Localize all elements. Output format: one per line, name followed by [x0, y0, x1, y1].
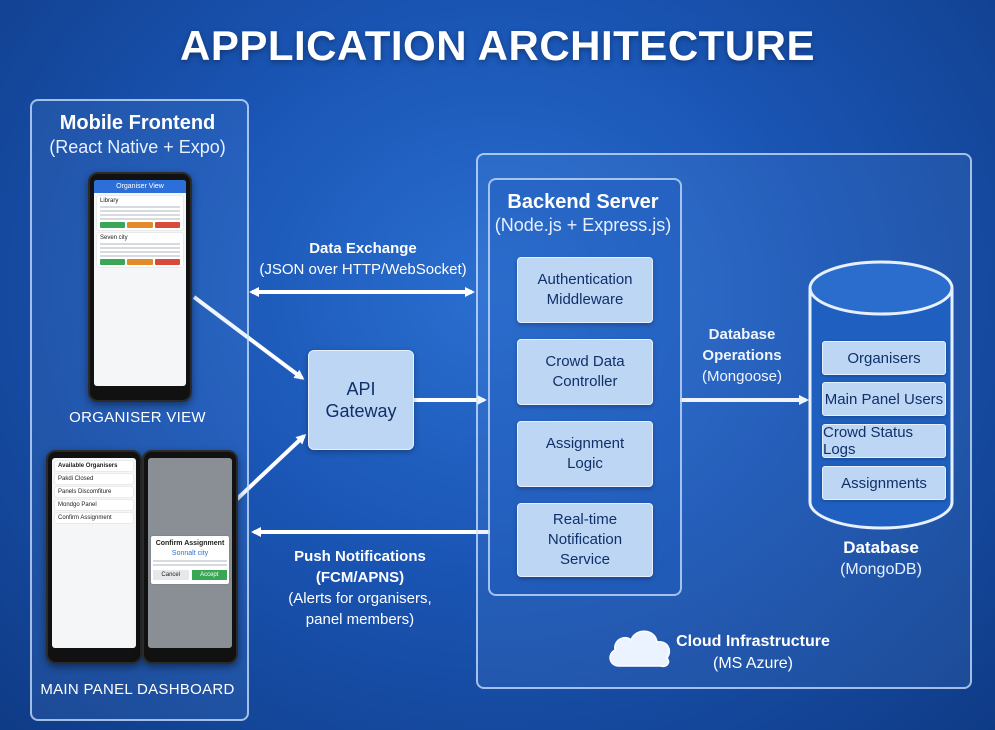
database-subtitle: (MongoDB) [840, 561, 922, 578]
organiser-card-2-buttons [100, 259, 180, 265]
dashboard-item-3: Mondgo Panel [55, 500, 133, 510]
frontend-subtitle: (React Native + Expo) [49, 137, 226, 157]
cloud-title: Cloud Infrastructure [676, 633, 830, 650]
dashboard-item-1: Pakdi Closed [55, 474, 133, 484]
dashboard-phone-left: Available Organisers Pakdi Closed Panels… [46, 450, 142, 664]
api-gateway-box: API Gateway [308, 350, 414, 450]
organiser-screen: Organiser View Library Seven city [94, 180, 186, 386]
dialog-cancel-button: Cancel [153, 570, 189, 580]
db-ops-title-2: Operations [702, 347, 782, 364]
organiser-view-caption: ORGANISER VIEW [69, 409, 206, 426]
page-title: APPLICATION ARCHITECTURE [180, 22, 815, 69]
db-operations-label: Database Operations (Mongoose) [684, 324, 800, 387]
auth-middleware-label: Authentication Middleware [537, 271, 633, 308]
confirm-dialog: Confirm Assignment Sonnalt city Cancel A… [151, 536, 229, 584]
cloud-icon [609, 630, 671, 668]
api-gateway-label: API Gateway [325, 379, 397, 421]
crowd-data-controller-box: Crowd Data Controller [517, 339, 653, 405]
crowd-data-controller-label: Crowd Data Controller [545, 353, 625, 390]
db-collection-organisers: Organisers [822, 341, 946, 375]
confirm-dialog-title: Confirm Assignment [155, 540, 225, 547]
dashboard-phone-right: Confirm Assignment Sonnalt city Cancel A… [142, 450, 238, 664]
data-exchange-subtitle: (JSON over HTTP/WebSocket) [259, 261, 467, 278]
db-collection-assignments: Assignments [822, 466, 946, 500]
frontend-title: Mobile Frontend [59, 112, 216, 134]
push-subtitle-2: panel members) [305, 611, 415, 628]
auth-middleware-box: Authentication Middleware [517, 257, 653, 323]
dashboard-header: Available Organisers [55, 461, 133, 471]
organiser-card-2-title: Seven city [100, 235, 128, 241]
db-collection-main-panel-users: Main Panel Users [822, 382, 946, 416]
organiser-phone: Organiser View Library Seven city [88, 172, 192, 402]
organiser-card-1-buttons [100, 222, 180, 228]
organiser-card-1: Library [97, 196, 183, 230]
push-title-2: (FCM/APNS) [315, 569, 405, 586]
dashboard-screen-right: Confirm Assignment Sonnalt city Cancel A… [148, 458, 232, 648]
db-ops-title-1: Database [708, 326, 776, 343]
organiser-card-2: Seven city [97, 233, 183, 267]
organiser-screen-header: Organiser View [94, 180, 186, 193]
cloud-subtitle: (MS Azure) [712, 655, 793, 672]
organiser-card-1-title: Library [100, 198, 119, 204]
confirm-dialog-target: Sonnalt city [171, 550, 209, 557]
dialog-accept-button: Accept [191, 570, 227, 580]
data-exchange-title: Data Exchange [309, 240, 417, 257]
push-notifications-label: Push Notifications (FCM/APNS) (Alerts fo… [270, 546, 450, 630]
push-subtitle-1: (Alerts for organisers, [288, 590, 432, 607]
notification-service-box: Real-time Notification Service [517, 503, 653, 577]
cloud-infrastructure-label: Cloud Infrastructure (MS Azure) [676, 631, 830, 675]
dashboard-screen-left: Available Organisers Pakdi Closed Panels… [52, 458, 136, 648]
assignment-logic-label: Assignment Logic [545, 435, 625, 472]
db-collection-crowd-status-logs: Crowd Status Logs [822, 424, 946, 458]
assignment-logic-box: Assignment Logic [517, 421, 653, 487]
main-panel-dashboard-caption: MAIN PANEL DASHBOARD [40, 681, 235, 698]
db-ops-subtitle: (Mongoose) [701, 368, 783, 385]
backend-title: Backend Server [507, 191, 659, 213]
backend-subtitle: (Node.js + Express.js) [494, 215, 672, 235]
data-exchange-label: Data Exchange (JSON over HTTP/WebSocket) [256, 238, 470, 280]
push-title-1: Push Notifications [294, 548, 426, 565]
notification-service-label: Real-time Notification Service [547, 511, 623, 568]
dashboard-item-2: Panels Discomfiture [55, 487, 133, 497]
database-title: Database [843, 538, 919, 557]
dashboard-item-4: Confirm Assignment [55, 513, 133, 523]
